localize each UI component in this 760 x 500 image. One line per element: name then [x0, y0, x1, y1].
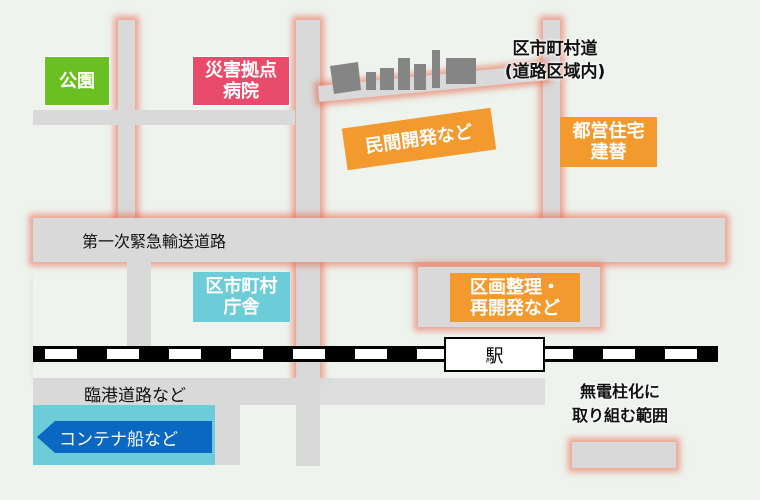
legend-text-2: 取り組む範囲 [571, 406, 668, 425]
legend-swatch [572, 442, 676, 468]
road-vertical-4-lower [215, 405, 240, 465]
park-label: 公園 [44, 56, 110, 106]
port-road [33, 378, 320, 405]
container-text: コンテナ船など [59, 429, 178, 450]
emergency-road-label: 第一次緊急輸送道路 [82, 232, 227, 251]
legend-text-1: 無電柱化に [579, 382, 660, 401]
railway [33, 346, 718, 362]
metro-housing-text-1: 都営住宅 [572, 121, 645, 142]
hospital-text-1: 災害拠点 [205, 60, 277, 81]
city-hall-text-2: 庁舎 [223, 297, 260, 318]
municipal-road-label: 区市町村道 (道路区域内) [490, 38, 620, 84]
legend-label: 無電柱化に取り組む範囲 [555, 380, 685, 428]
redevelop-text-2: 再開発など [470, 297, 560, 319]
municipal-road-text-2: (道路区域内) [504, 62, 606, 82]
redevelop-text-1: 区画整理・ [470, 276, 560, 298]
city-hall-text-1: 区市町村 [205, 276, 278, 297]
station-text: 駅 [485, 345, 504, 367]
station-box: 駅 [444, 337, 545, 372]
park-text: 公園 [59, 70, 95, 92]
emergency-road [33, 218, 725, 262]
municipal-road-text-1: 区市町村道 [512, 39, 598, 59]
hospital-text-2: 病院 [223, 81, 259, 102]
port-road-label: 臨港道路など [84, 386, 186, 406]
buildings-icon [330, 50, 476, 94]
container-ship-arrow: コンテナ船など [37, 421, 212, 453]
metro-housing-label: 都営住宅建替 [560, 117, 657, 167]
station-road [320, 378, 545, 405]
road-vertical-2 [296, 20, 320, 220]
road-vertical-3 [543, 20, 560, 220]
disaster-hospital-label: 災害拠点病院 [192, 56, 290, 106]
road-vertical-1-lower [127, 262, 151, 348]
city-hall-label: 区市町村庁舎 [193, 272, 290, 322]
metro-housing-text-2: 建替 [590, 142, 627, 163]
side-road [33, 110, 295, 125]
private-development-label: 民間開発など [341, 107, 497, 171]
private-dev-text: 民間開発など [364, 121, 474, 157]
redevelopment-label: 区画整理・再開発など [450, 273, 580, 322]
